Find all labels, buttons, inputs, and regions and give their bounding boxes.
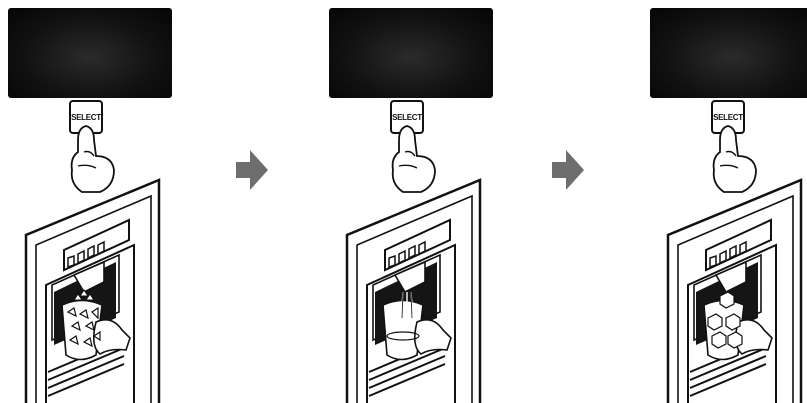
next-step-arrow — [236, 150, 268, 190]
display-screen — [8, 8, 172, 98]
cubed-ice-icon — [707, 291, 743, 349]
dispenser-illustration — [325, 0, 525, 403]
dispenser-illustration — [646, 0, 807, 403]
select-button[interactable]: SELECT — [69, 100, 103, 134]
step-3-panel: SELECT — [646, 0, 807, 403]
water-icon — [386, 291, 420, 341]
crushed-ice-icon — [66, 289, 101, 348]
display-screen — [650, 8, 807, 98]
dispenser-illustration — [4, 0, 204, 403]
display-screen — [329, 8, 493, 98]
step-2-panel: SELECT — [325, 0, 525, 403]
step-1-panel: SELECT — [4, 0, 204, 403]
next-step-arrow — [552, 150, 584, 190]
